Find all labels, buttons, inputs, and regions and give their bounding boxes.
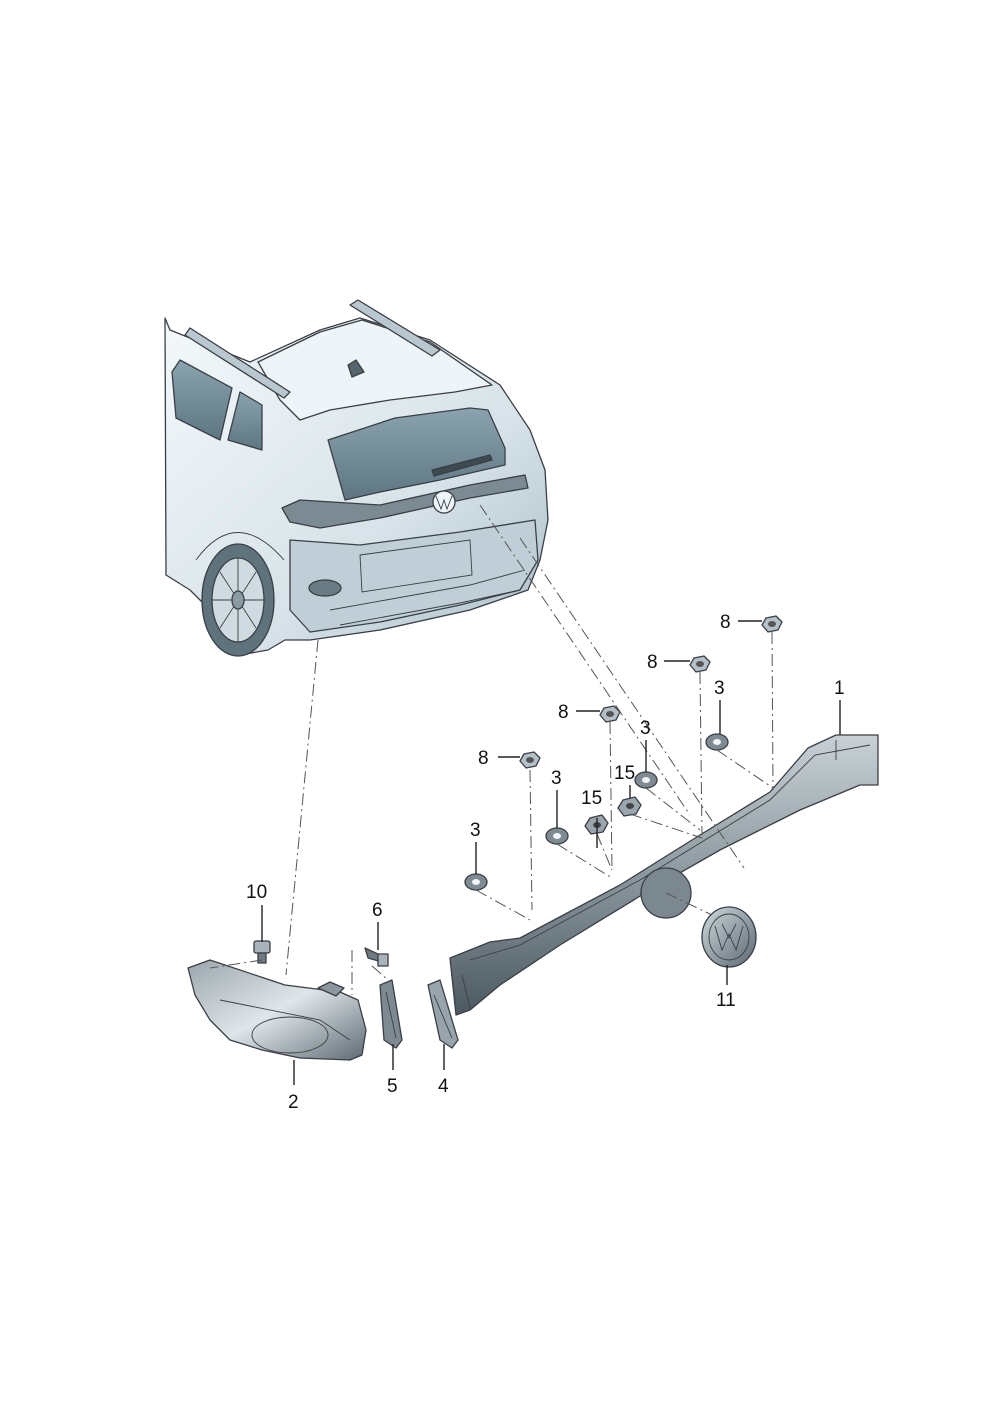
callout-3-b: 3	[551, 768, 562, 789]
callout-labels: 1 2 3 3 3 3 4 5 6 8 8 8 8 10 11 15 15	[246, 612, 845, 1113]
callout-11: 11	[716, 990, 736, 1011]
part-10-screw	[253, 940, 271, 964]
rear-wiper	[347, 359, 365, 378]
rear-window	[327, 407, 506, 501]
callout-15-b: 15	[614, 763, 635, 784]
rear-reflector	[308, 579, 342, 597]
car-roof	[257, 319, 493, 421]
callout-3-a: 3	[470, 820, 481, 841]
callout-3-c: 3	[640, 718, 651, 739]
callout-8-b: 8	[558, 702, 569, 723]
part-11-vw-badge	[701, 906, 757, 968]
roof-rail-left	[184, 327, 291, 399]
side-window-front	[171, 359, 233, 441]
side-window-rear	[227, 391, 263, 451]
part-3-washer-a	[464, 873, 488, 891]
part-3-washer-c	[634, 771, 658, 789]
callout-6: 6	[372, 900, 383, 921]
callout-10: 10	[246, 882, 267, 903]
callout-1: 1	[834, 678, 845, 699]
part-4-trim	[427, 979, 459, 1049]
part-15-nut-b	[617, 796, 642, 817]
callout-5: 5	[387, 1076, 398, 1097]
vw-logo-on-car	[432, 490, 456, 514]
brake-light-high	[431, 454, 493, 477]
callout-4: 4	[438, 1076, 449, 1097]
callout-15-a: 15	[581, 788, 602, 809]
tail-light-bar	[281, 474, 529, 529]
callout-8-c: 8	[647, 652, 658, 673]
part-1-tailgate-trim-bar	[449, 734, 879, 1016]
part-3-washer-b	[545, 827, 569, 845]
part-8-nut-a	[519, 751, 541, 769]
part-3-washer-d	[705, 733, 729, 751]
part-5-trim	[379, 979, 403, 1049]
license-plate-recess	[359, 539, 473, 593]
vehicle-rear-view	[164, 299, 549, 657]
callout-2: 2	[288, 1092, 299, 1113]
part-2-tail-lamp	[187, 959, 367, 1061]
part-6-bolt	[364, 947, 389, 967]
part-8-nut-d	[761, 615, 783, 633]
assembly-guide-lines	[209, 504, 774, 995]
roof-rail-right	[349, 299, 441, 357]
callout-3-d: 3	[714, 678, 725, 699]
callout-leaders	[261, 620, 841, 1085]
part-8-nut-c	[689, 655, 711, 673]
part-8-nut-b	[599, 705, 621, 723]
callout-8-d: 8	[720, 612, 731, 633]
callout-8-a: 8	[478, 748, 489, 769]
rear-wheel	[201, 543, 275, 657]
